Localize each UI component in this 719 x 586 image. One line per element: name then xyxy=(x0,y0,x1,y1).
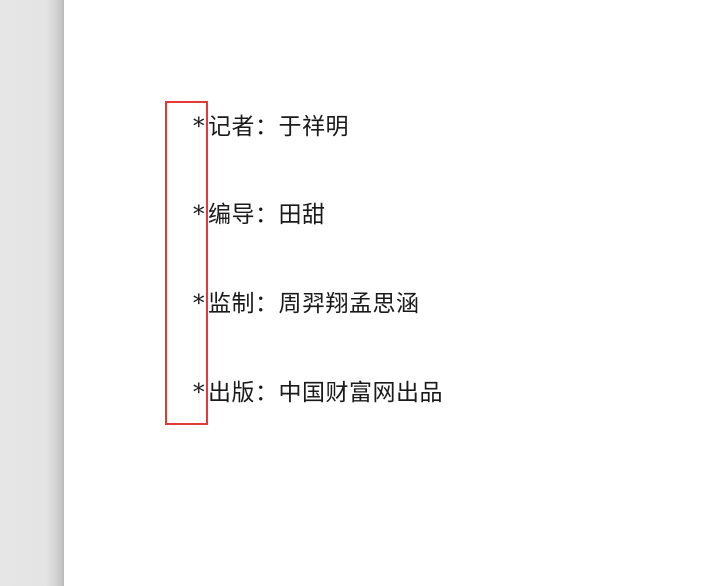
left-gutter xyxy=(0,0,64,586)
credit-text: 编导：田甜 xyxy=(208,202,326,228)
asterisk-marker: * xyxy=(193,114,205,140)
credit-line-reporter: *记者：于祥明 xyxy=(193,112,349,142)
credit-text: 出版：中国财富网出品 xyxy=(208,380,443,406)
asterisk-marker: * xyxy=(193,202,205,228)
credit-text: 记者：于祥明 xyxy=(208,114,349,140)
document-page xyxy=(64,0,719,586)
credit-line-producer: *监制：周羿翔孟思涵 xyxy=(193,289,420,319)
red-highlight-box xyxy=(165,101,208,425)
credit-line-director: *编导：田甜 xyxy=(193,200,326,230)
asterisk-marker: * xyxy=(193,291,205,317)
asterisk-marker: * xyxy=(193,380,205,406)
credit-text: 监制：周羿翔孟思涵 xyxy=(208,291,420,317)
credit-line-publisher: *出版：中国财富网出品 xyxy=(193,378,443,408)
